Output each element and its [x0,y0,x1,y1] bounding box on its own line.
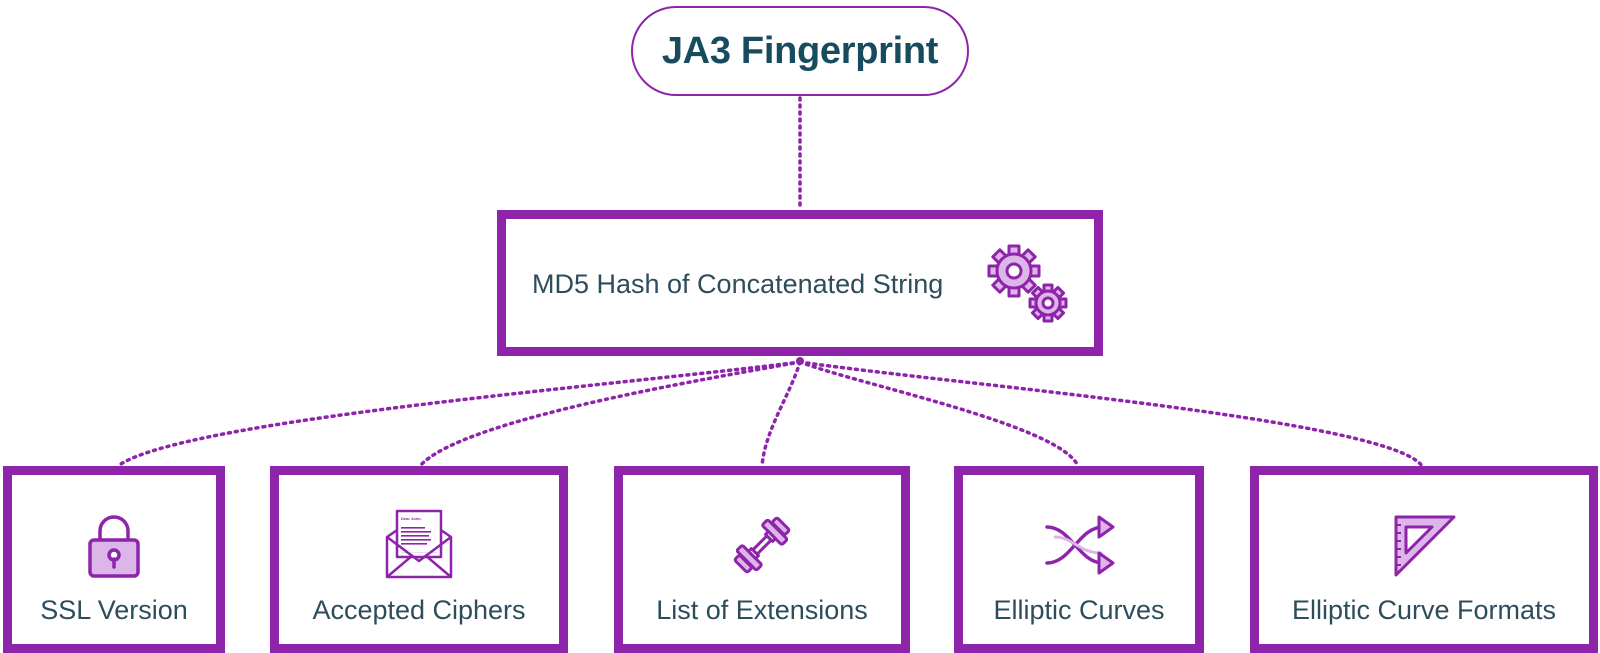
component-ssl-version: SSL Version [3,466,225,653]
component-label: Elliptic Curve Formats [1291,595,1557,625]
component-elliptic-curves: Elliptic Curves [954,466,1204,653]
hash-label: MD5 Hash of Concatenated String [532,269,944,299]
component-label: Elliptic Curves [993,595,1165,625]
connector-hash-to-elliptic-curves [798,360,1080,468]
connector-hash-to-list-of-extensions [760,360,802,468]
component-elliptic-curve-formats: Elliptic Curve Formats [1250,466,1598,653]
connector-hash-to-ssl-version [116,360,802,468]
letter-body-text: I'm writing you to extend a formal invit… [401,551,438,554]
component-label: Accepted Ciphers [312,595,526,625]
connector-hub-dot [796,357,804,365]
component-label: SSL Version [40,595,188,625]
connector-hash-to-accepted-ciphers [418,360,802,468]
gears-icon [987,244,1068,323]
dumbbell-icon [733,516,791,574]
component-list-of-extensions: List of Extensions [614,466,910,653]
shuffle-arrows-icon [1045,515,1115,575]
connector-hash-to-elliptic-curve-formats [798,360,1424,468]
envelope-letter-icon: Dear John, I'm writing you to extend a f… [385,509,453,579]
root-title: JA3 Fingerprint [661,29,939,72]
hash-node: MD5 Hash of Concatenated String [497,210,1103,356]
letter-greeting: Dear John, [401,516,422,521]
root-node-ja3-fingerprint: JA3 Fingerprint [631,6,969,96]
component-label: List of Extensions [656,595,868,625]
padlock-icon [88,515,140,578]
component-accepted-ciphers: Dear John, I'm writing you to extend a f… [270,466,568,653]
set-square-icon [1394,515,1456,577]
